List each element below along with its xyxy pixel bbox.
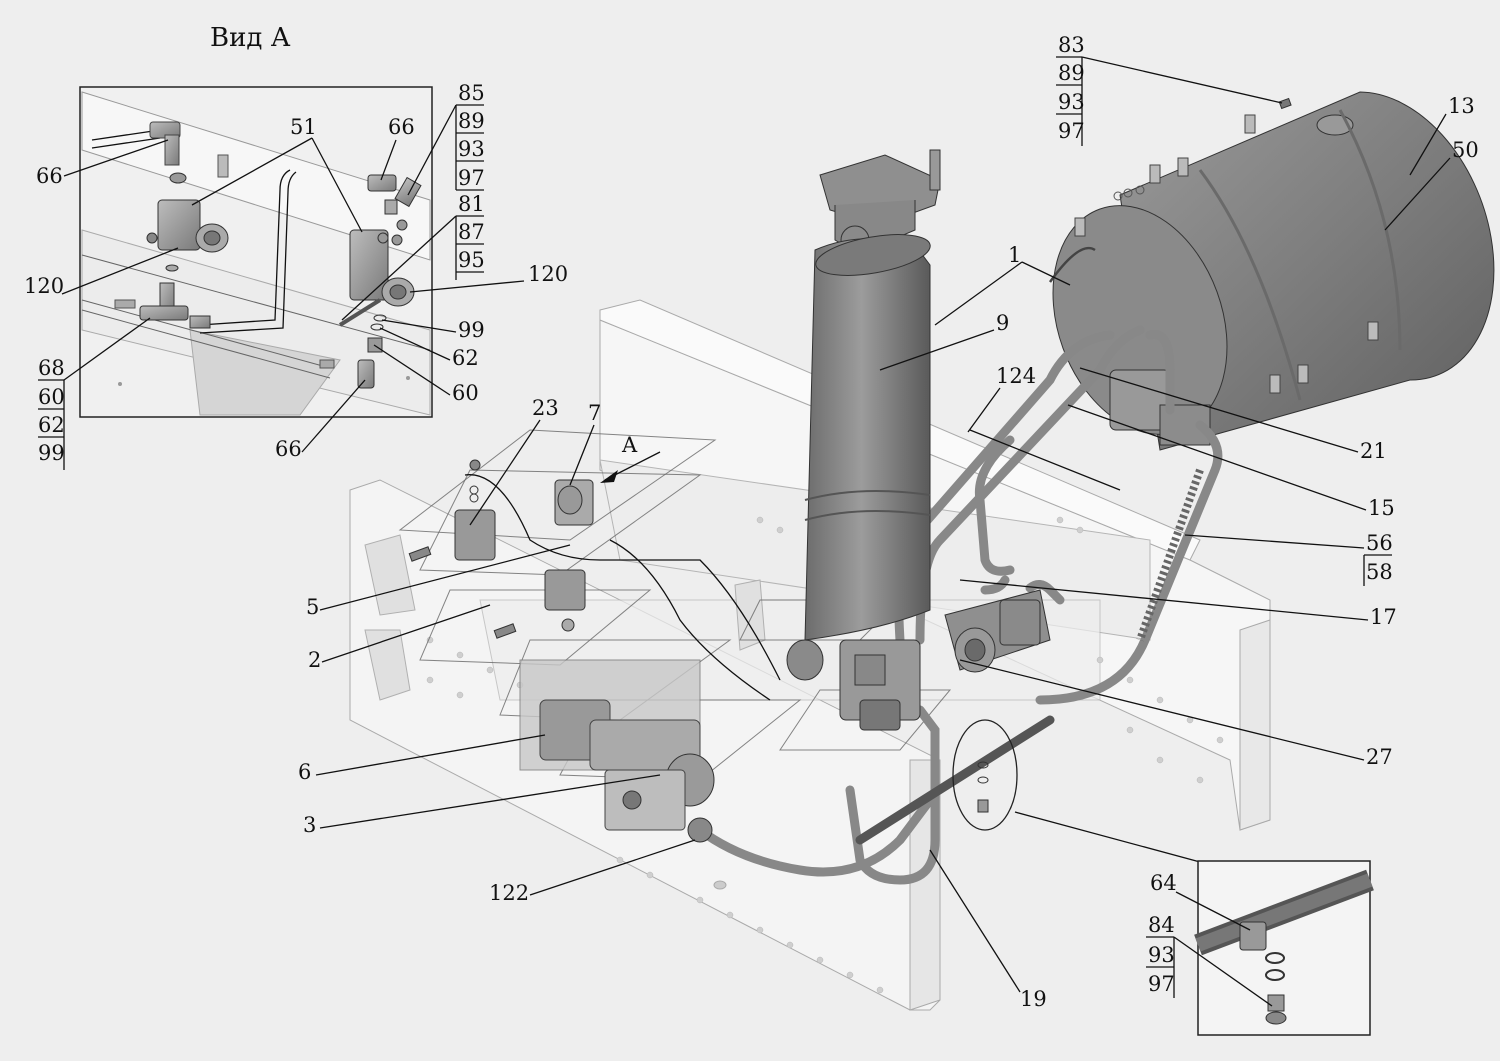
label-51: 51 — [290, 115, 317, 139]
label-7: 7 — [588, 401, 601, 425]
label-64: 64 — [1150, 871, 1177, 895]
stack-85-0: 85 — [458, 81, 485, 105]
label-122: 122 — [489, 881, 529, 905]
pump-assembly — [519, 659, 715, 843]
stack-83-3: 97 — [1058, 119, 1085, 143]
stack-68-0: 68 — [38, 356, 65, 380]
label-9: 9 — [996, 311, 1009, 335]
label-17: 17 — [1370, 605, 1397, 629]
label-66-top: 66 — [388, 115, 415, 139]
stack-81-0: 81 — [458, 192, 485, 216]
label-21: 21 — [1360, 439, 1387, 463]
label-27: 27 — [1366, 745, 1393, 769]
stack-85-1: 89 — [458, 109, 485, 133]
stack-68-3: 99 — [38, 441, 65, 465]
hydraulic-tank — [1048, 91, 1495, 451]
inset-view-a — [79, 86, 433, 418]
label-3: 3 — [303, 813, 316, 837]
inset-labels: 66 51 66 120 120 99 62 60 66 85 89 93 97… — [24, 81, 568, 470]
label-6: 6 — [298, 760, 311, 784]
stack-68-1: 60 — [38, 385, 65, 409]
label-50: 50 — [1452, 138, 1479, 162]
view-marker: A — [621, 433, 638, 457]
label-99: 99 — [458, 318, 485, 342]
stack-85-2: 93 — [458, 137, 485, 161]
label-58: 58 — [1366, 560, 1393, 584]
pipes — [464, 325, 1223, 885]
label-23: 23 — [532, 396, 559, 420]
stack-84-1: 93 — [1148, 943, 1175, 967]
label-120-left: 120 — [24, 274, 64, 298]
stack-68-2: 62 — [38, 413, 65, 437]
label-15: 15 — [1368, 496, 1395, 520]
label-5: 5 — [306, 595, 319, 619]
label-120-right: 120 — [528, 262, 568, 286]
stack-84-0: 84 — [1148, 913, 1175, 937]
valve-block — [839, 589, 1051, 731]
stack-81-1: 87 — [458, 220, 485, 244]
stack-83-2: 93 — [1058, 90, 1085, 114]
control-valves — [408, 459, 594, 639]
lift-cylinder — [786, 149, 941, 681]
stack-81-2: 95 — [458, 248, 485, 272]
stack-83-0: 83 — [1058, 33, 1085, 57]
label-2: 2 — [308, 648, 321, 672]
view-title: Вид А — [210, 23, 291, 53]
view-a-arrow: A — [600, 433, 661, 483]
label-62: 62 — [452, 346, 479, 370]
stack-85-3: 97 — [458, 166, 485, 190]
label-13: 13 — [1448, 94, 1475, 118]
detail-labels: 64 84 93 97 — [1146, 871, 1273, 1007]
label-66-left: 66 — [36, 164, 63, 188]
label-60: 60 — [452, 381, 479, 405]
main-labels: 83 89 93 97 13 50 1 9 124 21 15 56 58 17… — [298, 33, 1479, 1011]
detail-callout — [952, 719, 1374, 1036]
label-56: 56 — [1366, 531, 1393, 555]
label-66-bottom: 66 — [275, 437, 302, 461]
stack-83-1: 89 — [1058, 61, 1085, 85]
label-19: 19 — [1020, 987, 1047, 1011]
label-1: 1 — [1008, 243, 1021, 267]
label-124: 124 — [996, 364, 1036, 388]
stack-84-2: 97 — [1148, 972, 1175, 996]
